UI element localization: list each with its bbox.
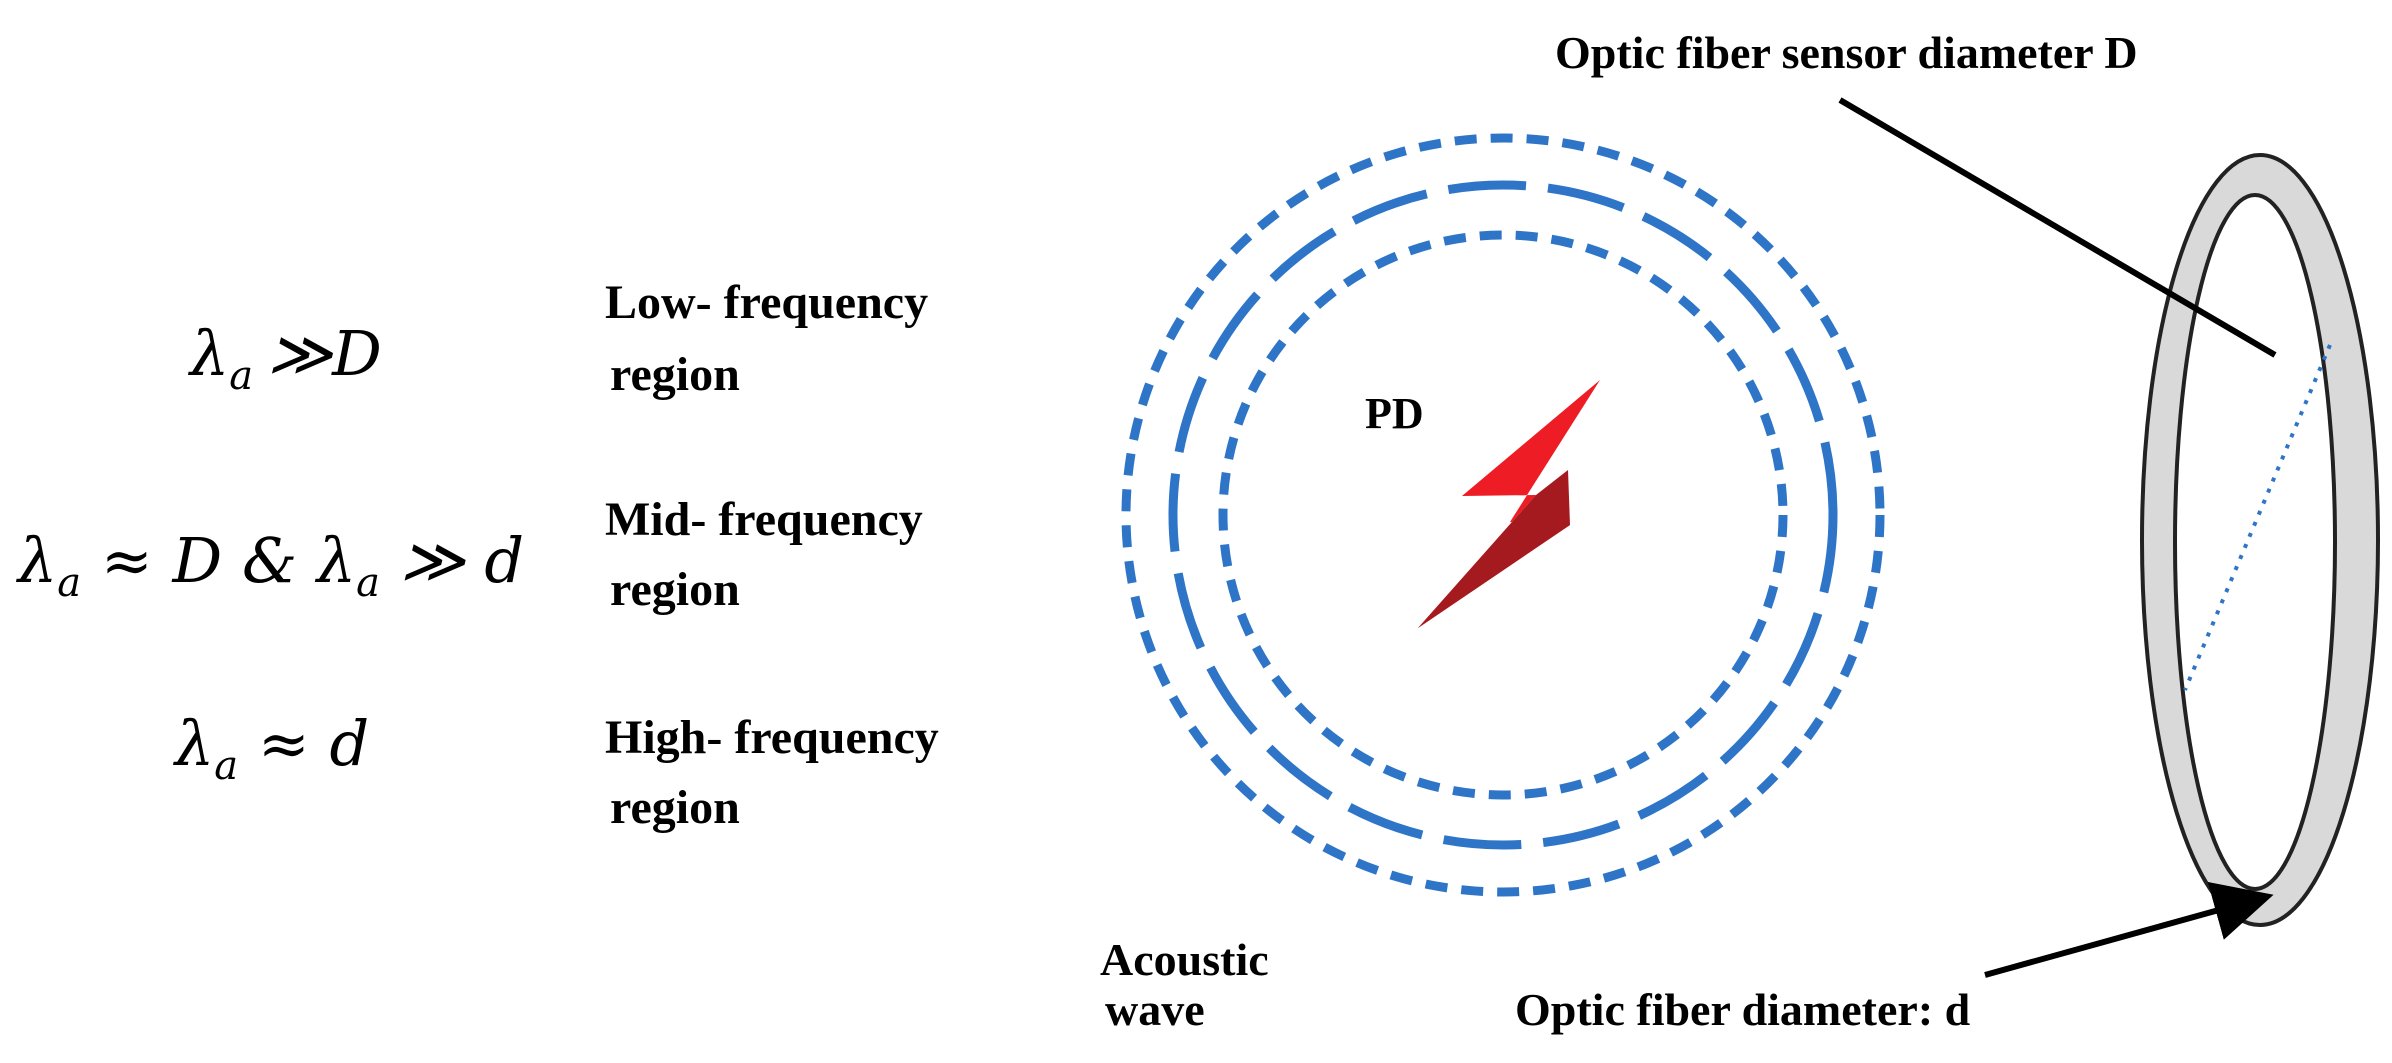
formula-high: λa ≈ d [172, 707, 369, 789]
low-region-label-line2: region [610, 348, 740, 401]
low-region-label-line1: Low- frequency [605, 276, 928, 329]
acoustic-wave-label-line1: Acoustic [1100, 934, 1269, 985]
optic-fiber-ring [2140, 153, 2380, 927]
svg-text:λa ≈ d: λa ≈ d [172, 707, 369, 789]
sensor-diameter-dotted-line [2183, 344, 2332, 691]
mid-region-label-line2: region [610, 563, 740, 616]
sensor-diameter-leader [1838, 97, 2277, 358]
svg-text:λa ≈ D & λa ≫ d: λa ≈ D & λa ≫ d [15, 524, 524, 606]
formula-low: λa≫D [187, 317, 382, 399]
fiber-diameter-arrow [1984, 881, 2274, 978]
fiber-diameter-label: Optic fiber diameter: d [1515, 984, 1971, 1035]
sensor-diameter-label: Optic fiber sensor diameter D [1555, 27, 2138, 78]
lightning-bolt-icon [1418, 380, 1600, 628]
wave-ring-middle [1168, 180, 1838, 850]
formula-mid: λa ≈ D & λa ≫ d [15, 524, 524, 606]
high-region-label-line1: High- frequency [605, 711, 939, 764]
pd-label: PD [1365, 389, 1424, 438]
mid-region-label-line1: Mid- frequency [605, 493, 923, 546]
acoustic-wave-label-line2: wave [1105, 984, 1205, 1035]
wave-ring-outer [1121, 133, 1885, 897]
wave-ring-inner [1218, 230, 1788, 800]
high-region-label-line2: region [610, 781, 740, 834]
svg-text:λa≫D: λa≫D [187, 317, 382, 399]
